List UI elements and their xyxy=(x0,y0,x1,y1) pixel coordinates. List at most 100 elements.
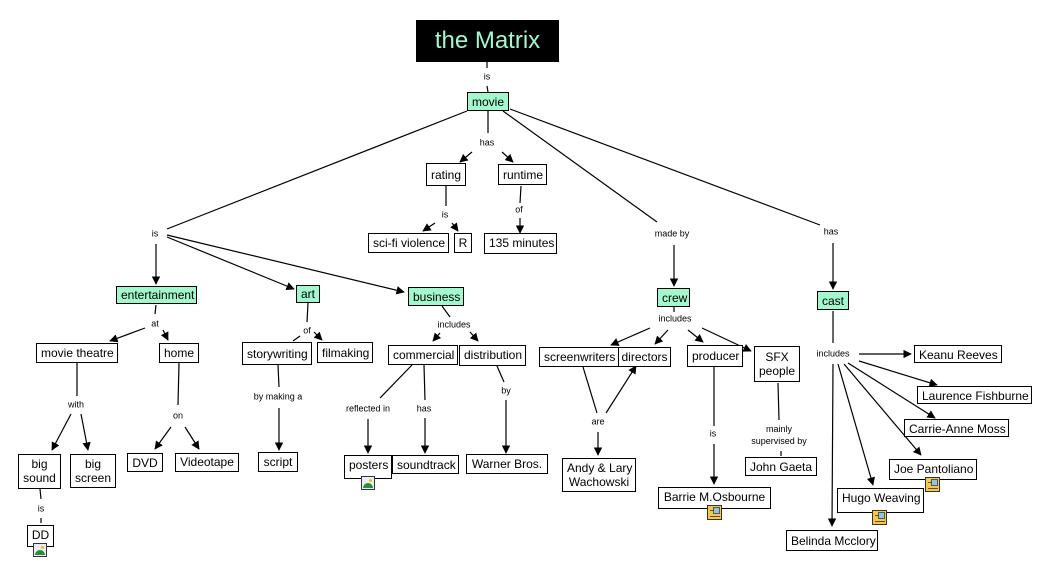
link-label-has-movie[interactable]: has xyxy=(478,137,496,149)
link-label-made-by[interactable]: made by xyxy=(653,228,691,240)
link-label-is-top[interactable]: is xyxy=(482,71,492,83)
link-label-has-soundtrack[interactable]: has xyxy=(415,403,433,415)
edge-at-theatre xyxy=(109,327,146,343)
node-barrie-osbourne-image-icon[interactable] xyxy=(707,505,722,520)
link-label-is-rating[interactable]: is xyxy=(440,209,450,221)
edge-runtime-of xyxy=(519,185,522,204)
node-producer[interactable]: producer xyxy=(687,345,743,367)
node-r[interactable]: R xyxy=(454,233,472,253)
link-label-of-runtime[interactable]: of xyxy=(514,204,524,216)
edge-is-r xyxy=(450,222,459,232)
node-commercial[interactable]: commercial xyxy=(388,345,458,365)
node-135-minutes[interactable]: 135 minutes xyxy=(484,233,557,254)
edge-business-includes xyxy=(441,305,451,318)
link-label-has-cast[interactable]: has xyxy=(822,226,840,238)
node-distribution[interactable]: distribution xyxy=(459,345,526,366)
link-label-includes-business[interactable]: includes xyxy=(436,319,472,331)
node-business[interactable]: business xyxy=(408,287,464,306)
link-label-reflected-in[interactable]: reflected in xyxy=(344,403,392,415)
edge-includes-commercial xyxy=(432,332,442,342)
edge-includes-carrie xyxy=(847,362,936,419)
link-label-on[interactable]: on xyxy=(171,410,185,422)
link-label-includes-cast[interactable]: includes xyxy=(815,348,851,360)
node-wachowski-line2: Wachowski xyxy=(568,475,630,489)
node-filmaking[interactable]: filmaking xyxy=(317,342,373,363)
node-rating[interactable]: rating xyxy=(426,163,466,186)
edge-is-art xyxy=(166,236,295,291)
node-movie-theatre[interactable]: movie theatre xyxy=(36,343,118,363)
edge-are-directors xyxy=(605,365,637,414)
link-label-includes-crew[interactable]: includes xyxy=(657,313,693,325)
node-home[interactable]: home xyxy=(159,343,199,363)
edge-sfx-supervised xyxy=(777,382,780,421)
node-hugo-weaving-image-icon[interactable] xyxy=(872,510,887,525)
node-belinda-mcclory[interactable]: Belinda Mcclory xyxy=(786,530,878,551)
node-posters[interactable]: posters xyxy=(344,455,392,479)
node-carrie-anne-moss[interactable]: Carrie-Anne Moss xyxy=(904,419,1009,437)
node-cast[interactable]: cast xyxy=(817,291,849,310)
node-sfx-line2: people xyxy=(759,364,796,378)
node-entertainment[interactable]: entertainment xyxy=(116,286,197,304)
node-barrie-osbourne[interactable]: Barrie M.Osbourne xyxy=(658,487,771,509)
node-dvd[interactable]: DVD xyxy=(127,453,163,472)
node-scifi-violence[interactable]: sci-fi violence xyxy=(368,233,449,253)
node-art[interactable]: art xyxy=(296,285,320,303)
node-wachowski-line1: Andy & Lary xyxy=(567,461,633,475)
edge-includes-directors xyxy=(654,329,669,345)
node-big-sound-line2: sound xyxy=(23,471,56,485)
node-script[interactable]: script xyxy=(258,452,298,472)
node-movie[interactable]: movie xyxy=(467,92,509,111)
edge-with-bigsound xyxy=(51,413,72,451)
node-joe-pantoliano[interactable]: Joe Pantoliano xyxy=(889,459,977,480)
node-dd[interactable]: DD xyxy=(27,525,54,547)
node-sfx-line1: SFX xyxy=(765,350,789,364)
node-john-gaeta[interactable]: John Gaeta xyxy=(745,457,817,476)
edge-of-storywriting xyxy=(292,335,301,342)
edge-entertainment-at xyxy=(154,304,157,315)
node-joe-pantoliano-image-icon[interactable] xyxy=(925,477,940,492)
node-big-screen-line1: big xyxy=(84,457,101,471)
edge-includes-distribution xyxy=(469,331,479,342)
node-dd-image-icon[interactable] xyxy=(33,543,47,557)
link-label-with[interactable]: with xyxy=(66,399,86,411)
node-warner-bros[interactable]: Warner Bros. xyxy=(466,454,548,474)
node-keanu-reeves[interactable]: Keanu Reeves xyxy=(914,345,1002,363)
node-sfx-people[interactable]: SFX people xyxy=(754,346,800,382)
node-crew[interactable]: crew xyxy=(657,288,690,307)
node-laurence-fishburne[interactable]: Laurence Fishburne xyxy=(917,386,1032,404)
link-label-are[interactable]: are xyxy=(590,416,606,428)
node-screenwriters[interactable]: screenwriters xyxy=(539,347,619,367)
node-big-screen[interactable]: big screen xyxy=(70,454,116,488)
node-big-sound[interactable]: big sound xyxy=(18,454,61,489)
link-label-is-producer[interactable]: is xyxy=(708,428,718,440)
link-label-by-making-a[interactable]: by making a xyxy=(252,391,304,403)
link-label-by[interactable]: by xyxy=(500,385,512,397)
node-storywriting[interactable]: storywriting xyxy=(242,342,312,365)
link-label-is-dd[interactable]: is xyxy=(36,503,46,515)
link-label-mainly-supervised-by[interactable]: mainly supervised by xyxy=(750,423,808,447)
node-big-sound-line1: big xyxy=(31,457,48,471)
edge-screenwriters-are xyxy=(582,366,598,414)
edge-at-home xyxy=(160,329,169,341)
link-label-at[interactable]: at xyxy=(150,318,160,330)
edge-is-movie xyxy=(486,85,489,93)
edge-includes-screenwriters xyxy=(610,327,651,346)
node-directors[interactable]: directors xyxy=(618,347,671,367)
node-runtime[interactable]: runtime xyxy=(498,164,547,185)
edge-is-business xyxy=(166,234,405,295)
edge-includes-producer xyxy=(687,329,704,343)
link-label-of-art[interactable]: of xyxy=(302,325,312,337)
map-title-node[interactable]: the Matrix xyxy=(416,20,559,62)
edge-home-on xyxy=(177,362,180,406)
edge-storywriting-bymaking xyxy=(277,364,280,388)
edge-bigsound-is xyxy=(39,488,42,500)
node-videotape[interactable]: Videotape xyxy=(175,453,239,472)
link-label-mainly-line1: mainly xyxy=(765,424,792,434)
link-label-is-movie[interactable]: is xyxy=(150,228,160,240)
node-soundtrack[interactable]: soundtrack xyxy=(392,455,459,474)
node-posters-image-icon[interactable] xyxy=(361,476,375,490)
node-andy-lary-wachowski[interactable]: Andy & Lary Wachowski xyxy=(562,458,636,492)
edge-has-rating xyxy=(459,151,473,163)
edge-movie-madeby xyxy=(502,110,658,223)
